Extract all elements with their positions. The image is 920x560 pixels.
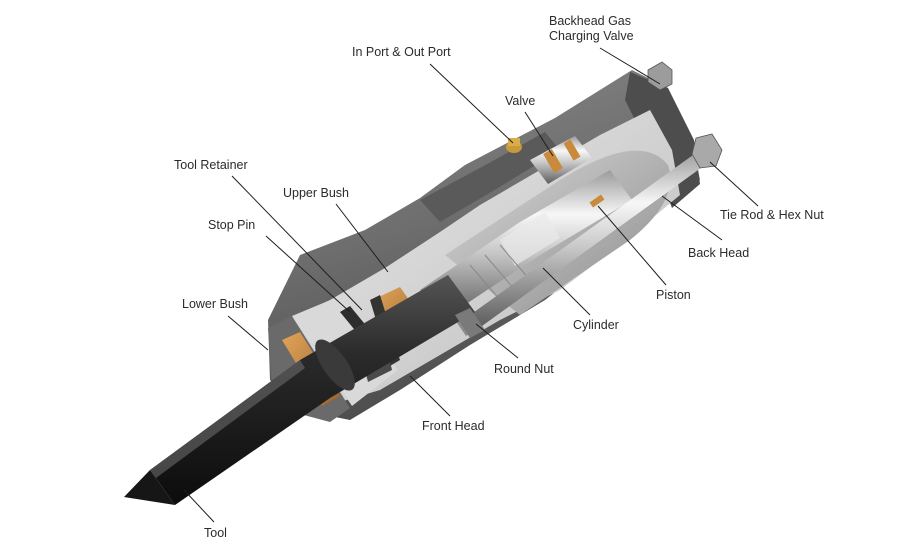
leader-front-head bbox=[409, 375, 451, 417]
round-nut-part bbox=[455, 308, 485, 338]
tool-part bbox=[124, 275, 475, 505]
label-upper-bush: Upper Bush bbox=[283, 186, 349, 200]
label-round-nut: Round Nut bbox=[494, 362, 554, 376]
leader-upper-bush bbox=[335, 203, 389, 273]
label-tool-retainer: Tool Retainer bbox=[174, 158, 248, 172]
leader-stop-pin bbox=[265, 235, 351, 313]
label-stop-pin: Stop Pin bbox=[208, 218, 255, 232]
leader-tool-retainer bbox=[231, 175, 363, 311]
piston-part bbox=[420, 170, 632, 318]
label-backhead-gas-line2: Charging Valve bbox=[549, 29, 634, 43]
label-back-head: Back Head bbox=[688, 246, 749, 260]
part-labels: Backhead Gas Charging Valve In Port & Ou… bbox=[174, 14, 824, 540]
label-tie-rod: Tie Rod & Hex Nut bbox=[720, 208, 824, 222]
leader-valve bbox=[524, 111, 554, 157]
leader-tie-rod bbox=[709, 161, 759, 207]
in-port-nut bbox=[508, 138, 520, 146]
label-backhead-gas-line1: Backhead Gas bbox=[549, 14, 631, 28]
leader-backhead-gas bbox=[599, 47, 661, 85]
label-tool: Tool bbox=[204, 526, 227, 540]
valve-assembly bbox=[530, 136, 592, 184]
gas-valve-hex bbox=[647, 61, 673, 91]
tool-collar bbox=[315, 339, 355, 391]
label-in-out-port: In Port & Out Port bbox=[352, 45, 451, 59]
breaker-body bbox=[124, 61, 723, 505]
leader-round-nut bbox=[475, 323, 519, 359]
label-front-head: Front Head bbox=[422, 419, 485, 433]
leader-lower-bush bbox=[227, 315, 269, 351]
piston-ring bbox=[589, 194, 605, 208]
leader-back-head bbox=[661, 195, 723, 241]
leader-tool bbox=[183, 489, 215, 523]
label-cylinder: Cylinder bbox=[573, 318, 619, 332]
port-block bbox=[420, 132, 560, 222]
label-valve: Valve bbox=[505, 94, 535, 108]
leader-piston bbox=[597, 205, 667, 286]
leader-in-out-port bbox=[429, 63, 514, 144]
label-lower-bush: Lower Bush bbox=[182, 297, 248, 311]
label-piston: Piston bbox=[656, 288, 691, 302]
leader-cylinder bbox=[542, 267, 591, 316]
leader-lines bbox=[183, 47, 759, 523]
